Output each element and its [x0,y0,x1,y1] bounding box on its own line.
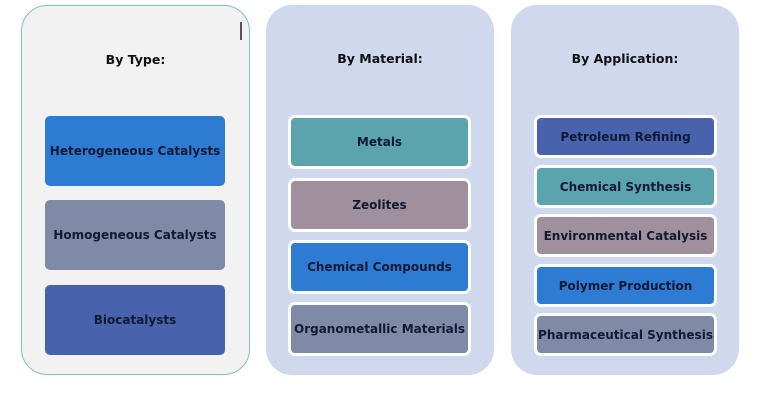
segment-item: Polymer Production [534,264,717,307]
segment-item-label: Environmental Catalysis [543,228,708,243]
segment-item-label: Pharmaceutical Synthesis [538,327,713,342]
segment-item-label: Chemical Compounds [307,260,452,274]
segment-item-label: Chemical Synthesis [559,179,692,194]
segment-item: Environmental Catalysis [534,214,717,257]
segment-item: Homogeneous Catalysts [45,200,225,270]
segment-item: Heterogeneous Catalysts [45,116,225,186]
segment-item-label: Heterogeneous Catalysts [49,144,221,158]
text-cursor-icon [240,22,242,40]
segment-item: Chemical Synthesis [534,165,717,208]
segment-item-label: Homogeneous Catalysts [53,228,217,242]
segment-item: Chemical Compounds [288,240,471,294]
segment-item: Zeolites [288,178,471,232]
segment-item: Organometallic Materials [288,302,471,356]
segment-item-label: Polymer Production [558,278,693,293]
segment-item-label: Metals [356,135,403,149]
panel-heading: By Material: [337,51,423,66]
segment-item-label: Organometallic Materials [294,322,465,336]
segment-item: Metals [288,115,471,169]
panel-heading: By Application: [571,51,679,66]
segment-item: Biocatalysts [45,285,225,355]
segment-item-label: Zeolites [352,198,407,212]
segment-item-label: Biocatalysts [93,313,177,327]
segment-item-label: Petroleum Refining [560,129,691,144]
segment-item: Pharmaceutical Synthesis [534,313,717,356]
segment-item: Petroleum Refining [534,115,717,158]
panel-heading: By Type: [105,52,166,67]
